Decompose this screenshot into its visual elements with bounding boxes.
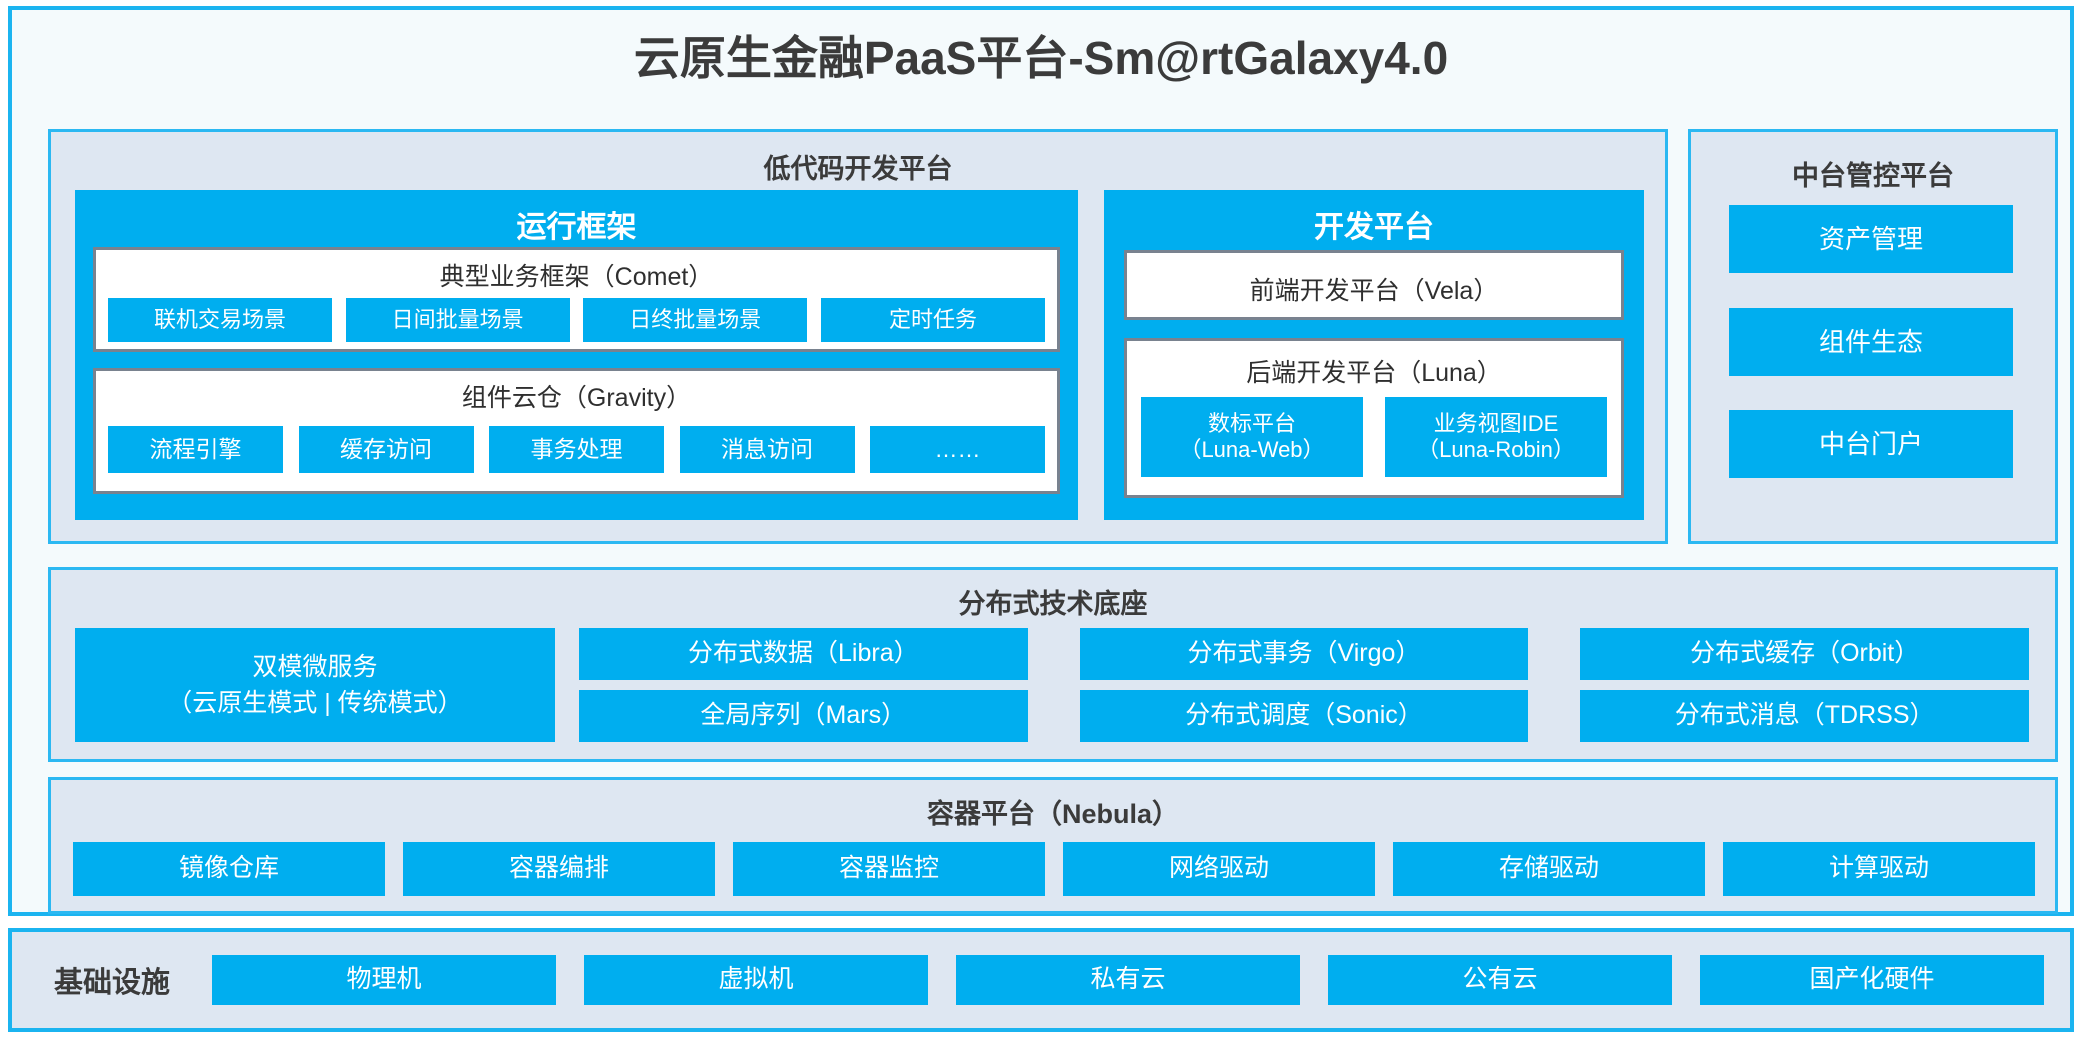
comet-item[interactable]: 联机交易场景 [108, 298, 332, 342]
gravity-item-row: 流程引擎 缓存访问 事务处理 消息访问 …… [96, 426, 1057, 473]
infrastructure-bar: 基础设施 物理机 虚拟机 私有云 公有云 国产化硬件 [8, 928, 2074, 1032]
infrastructure-item-virtual-machine[interactable]: 虚拟机 [584, 955, 928, 1005]
infrastructure-item-grid: 物理机 虚拟机 私有云 公有云 国产化硬件 [212, 955, 2070, 1005]
luna-robin-name: 业务视图IDE [1433, 411, 1559, 437]
comet-item[interactable]: 日终批量场景 [583, 298, 808, 342]
midoffice-control-platform-title: 中台管控平台 [1792, 161, 1954, 191]
lowcode-platform-title: 低代码开发平台 [763, 154, 953, 184]
development-platform-title: 开发平台 [1314, 211, 1434, 244]
dual-mode-microservice-item[interactable]: 双模微服务 （云原生模式 | 传统模式） [75, 628, 555, 742]
main-frame: 云原生金融PaaS平台-Sm@rtGalaxy4.0 低代码开发平台 运行框架 … [8, 6, 2074, 916]
container-platform-title: 容器平台（Nebula） [926, 799, 1180, 829]
gravity-item[interactable]: 事务处理 [489, 426, 664, 473]
distributed-tech-base-title: 分布式技术底座 [958, 589, 1148, 619]
comet-title: 典型业务框架（Comet） [439, 263, 714, 291]
luna-web-name: 数标平台 [1207, 411, 1296, 437]
container-item-storage-driver[interactable]: 存储驱动 [1393, 842, 1705, 896]
gravity-item[interactable]: 缓存访问 [298, 426, 474, 473]
dual-mode-name: 双模微服务 [252, 652, 378, 681]
distributed-item-virgo[interactable]: 分布式事务（Virgo） [1079, 628, 1529, 680]
lowcode-platform-panel: 低代码开发平台 运行框架 典型业务框架（Comet） 联机交易场景 日间批量场景… [48, 129, 1668, 544]
gravity-item[interactable]: 流程引擎 [108, 426, 283, 473]
gravity-item-more[interactable]: …… [870, 426, 1045, 473]
distributed-item-mars[interactable]: 全局序列（Mars） [579, 690, 1028, 742]
comet-item[interactable]: 定时任务 [820, 298, 1045, 342]
luna-web-item[interactable]: 数标平台 （Luna-Web） [1141, 397, 1363, 477]
runtime-framework-block: 运行框架 典型业务框架（Comet） 联机交易场景 日间批量场景 日终批量场景 … [75, 190, 1078, 520]
container-item-grid: 镜像仓库 容器编排 容器监控 网络驱动 存储驱动 计算驱动 [73, 842, 2035, 896]
distributed-tech-base-panel: 分布式技术底座 双模微服务 （云原生模式 | 传统模式） 分布式数据（Libra… [48, 567, 2058, 762]
container-item-compute-driver[interactable]: 计算驱动 [1723, 842, 2035, 896]
container-item-orchestration[interactable]: 容器编排 [403, 842, 715, 896]
midoffice-item-component-ecosystem[interactable]: 组件生态 [1729, 308, 2013, 376]
comet-item[interactable]: 日间批量场景 [345, 298, 570, 342]
gravity-item[interactable]: 消息访问 [679, 426, 855, 473]
gravity-title: 组件云仓（Gravity） [461, 384, 692, 412]
midoffice-item-portal[interactable]: 中台门户 [1729, 410, 2013, 478]
distributed-item-orbit[interactable]: 分布式缓存（Orbit） [1580, 628, 2029, 680]
comet-business-framework-box: 典型业务框架（Comet） 联机交易场景 日间批量场景 日终批量场景 定时任务 [93, 247, 1060, 352]
luna-robin-item[interactable]: 业务视图IDE （Luna-Robin） [1385, 397, 1607, 477]
infrastructure-item-domestic-hardware[interactable]: 国产化硬件 [1700, 955, 2044, 1005]
backend-item-row: 数标平台 （Luna-Web） 业务视图IDE （Luna-Robin） [1127, 397, 1621, 477]
infrastructure-item-private-cloud[interactable]: 私有云 [956, 955, 1300, 1005]
container-item-image-registry[interactable]: 镜像仓库 [73, 842, 385, 896]
infrastructure-label: 基础设施 [53, 967, 170, 999]
development-platform-block: 开发平台 前端开发平台（Vela） 后端开发平台（Luna） 数标平台 （Lun… [1104, 190, 1644, 520]
distributed-item-libra[interactable]: 分布式数据（Libra） [579, 628, 1028, 680]
luna-web-code: （Luna-Web） [1179, 437, 1325, 462]
distributed-item-sonic[interactable]: 分布式调度（Sonic） [1079, 690, 1529, 742]
distributed-item-grid: 分布式数据（Libra） 分布式事务（Virgo） 分布式缓存（Orbit） 全… [579, 628, 2029, 742]
backend-dev-platform-box: 后端开发平台（Luna） 数标平台 （Luna-Web） 业务视图IDE （Lu… [1124, 338, 1624, 498]
dual-mode-modes: （云原生模式 | 传统模式） [167, 689, 463, 717]
backend-dev-platform-title: 后端开发平台（Luna） [1246, 359, 1502, 387]
midoffice-control-platform-panel: 中台管控平台 资产管理 组件生态 中台门户 [1688, 129, 2058, 544]
comet-item-row: 联机交易场景 日间批量场景 日终批量场景 定时任务 [96, 298, 1057, 342]
page-title: 云原生金融PaaS平台-Sm@rtGalaxy4.0 [633, 32, 1449, 84]
infrastructure-item-physical-machine[interactable]: 物理机 [212, 955, 556, 1005]
container-item-network-driver[interactable]: 网络驱动 [1063, 842, 1375, 896]
gravity-component-cloud-box: 组件云仓（Gravity） 流程引擎 缓存访问 事务处理 消息访问 …… [93, 368, 1060, 494]
runtime-framework-title: 运行框架 [516, 211, 637, 244]
frontend-dev-platform-title: 前端开发平台（Vela） [1249, 277, 1499, 305]
distributed-item-tdrss[interactable]: 分布式消息（TDRSS） [1580, 690, 2029, 742]
luna-robin-code: （Luna-Robin） [1417, 437, 1575, 462]
midoffice-item-asset-management[interactable]: 资产管理 [1729, 205, 2013, 273]
container-platform-panel: 容器平台（Nebula） 镜像仓库 容器编排 容器监控 网络驱动 存储驱动 计算… [48, 777, 2058, 914]
infrastructure-item-public-cloud[interactable]: 公有云 [1328, 955, 1672, 1005]
container-item-monitoring[interactable]: 容器监控 [733, 842, 1045, 896]
frontend-dev-platform-box: 前端开发平台（Vela） [1124, 250, 1624, 320]
